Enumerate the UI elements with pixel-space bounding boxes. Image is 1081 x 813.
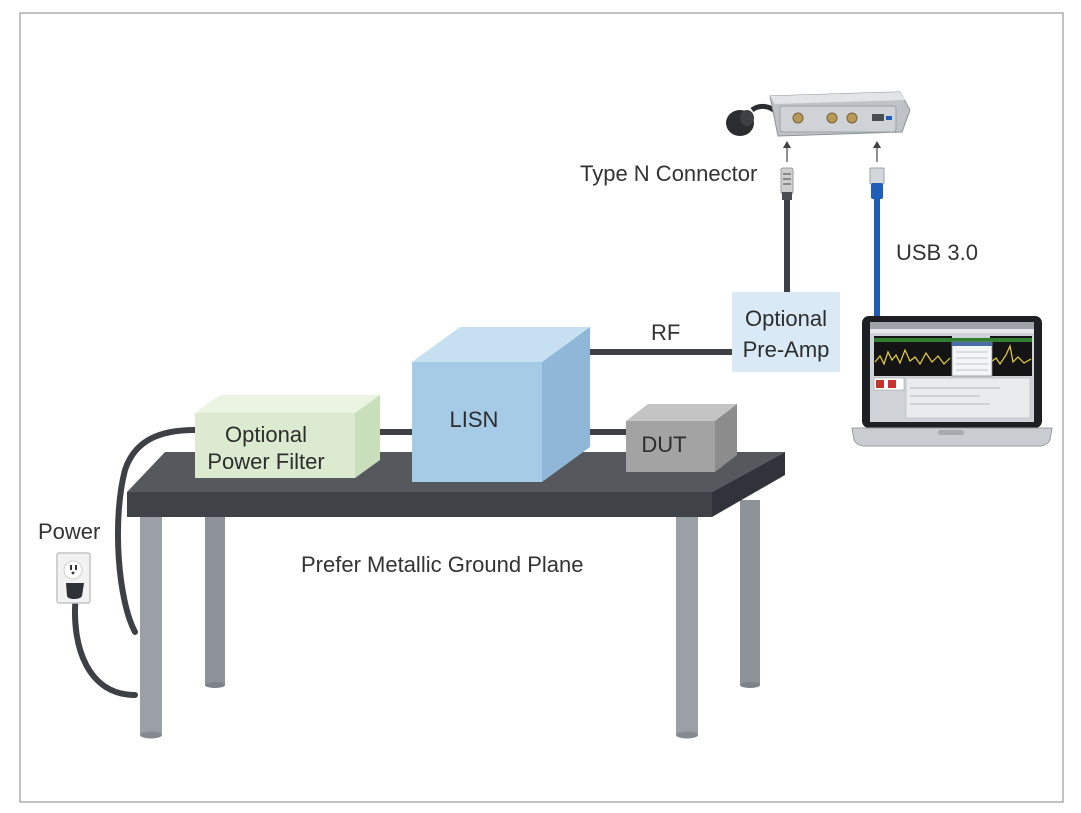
- table-leg-front-right: [676, 517, 698, 735]
- preamp-box: Optional Pre-Amp: [732, 292, 840, 372]
- dut-top: [626, 404, 737, 421]
- laptop-base: [851, 427, 1053, 447]
- laptop-icon: [851, 316, 1053, 447]
- power-filter-label-2: Power Filter: [207, 449, 324, 474]
- dut-box: DUT: [626, 404, 737, 472]
- usb-label: USB 3.0: [896, 240, 978, 265]
- table-leg-front-left: [140, 517, 162, 735]
- table-leg-back-right: [740, 500, 760, 685]
- dut-side: [715, 404, 737, 472]
- dut-front: [626, 421, 715, 472]
- power-cable-plug: [72, 589, 138, 698]
- power-filter-side: [355, 395, 380, 478]
- cables: [72, 195, 880, 698]
- lisn-box: LISN: [412, 327, 590, 482]
- lisn-front: [412, 362, 542, 482]
- power-label: Power: [38, 519, 100, 544]
- dut-label: DUT: [641, 432, 686, 457]
- preamp-label-2: Pre-Amp: [743, 337, 830, 362]
- arrow-up-icon: [783, 141, 881, 162]
- power-plug-icon: [66, 583, 84, 599]
- ground-plane-label: Prefer Metallic Ground Plane: [301, 552, 583, 577]
- laptop-spectrum-plot-right: [990, 336, 1032, 376]
- power-filter-front: [195, 413, 355, 478]
- n-connector-plug-icon: [780, 167, 794, 200]
- power-filter-box: Optional Power Filter: [195, 395, 380, 478]
- rf-label: RF: [651, 320, 680, 345]
- power-cable-filter: [114, 427, 198, 635]
- table-side-edge: [712, 452, 785, 517]
- usb-plug-icon: [869, 167, 885, 199]
- lisn-label: LISN: [450, 407, 499, 432]
- power-filter-label-1: Optional: [225, 422, 307, 447]
- preamp-rect: [732, 292, 840, 372]
- table-front-edge: [127, 492, 712, 517]
- table-leg-back-left: [205, 515, 225, 685]
- type-n-connector-label: Type N Connector: [580, 161, 757, 186]
- lisn-top: [412, 327, 590, 362]
- power-filter-top: [195, 395, 380, 413]
- spectrum-analyzer-device: [726, 91, 911, 137]
- lisn-side: [542, 327, 590, 482]
- preamp-label-1: Optional: [745, 306, 827, 331]
- laptop-trackpad-notch: [938, 430, 964, 435]
